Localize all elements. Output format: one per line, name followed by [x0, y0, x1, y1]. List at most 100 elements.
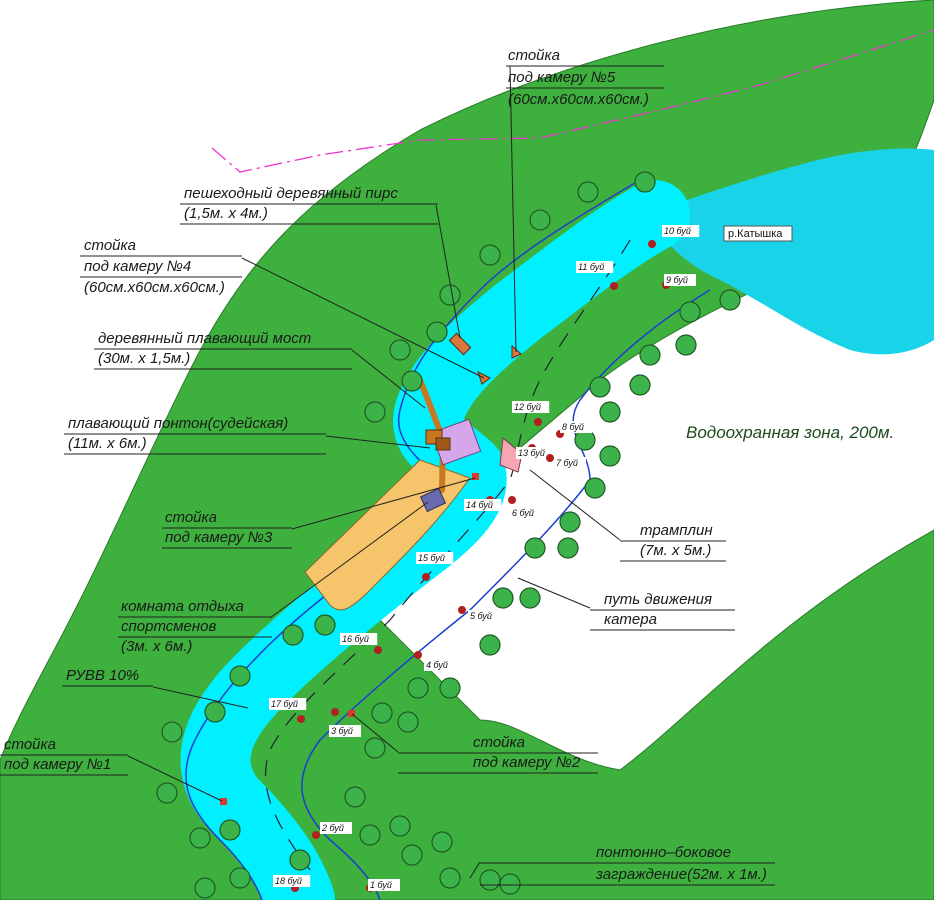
- tree-icon: [289, 849, 311, 871]
- pier: [448, 332, 472, 356]
- callout-label-cam4: (60см.x60см.x60см.): [84, 279, 225, 296]
- tree-icon: [389, 815, 411, 837]
- tree-icon: [282, 624, 304, 646]
- buoy-marker: [546, 454, 554, 462]
- callout-label-springboard: трамплин: [640, 522, 713, 539]
- callout-label-barrier: понтонно–боковое: [596, 844, 731, 861]
- callout-leader: [351, 713, 399, 753]
- buoy-marker: [534, 418, 542, 426]
- tree-icon: [584, 477, 606, 499]
- tree-icon: [314, 614, 336, 636]
- callout-leader: [351, 349, 426, 409]
- tree-icon: [559, 511, 581, 533]
- buoy-label-box: [320, 822, 352, 834]
- buoy-label-box: [576, 261, 614, 273]
- tree-icon: [577, 181, 599, 203]
- callout-leader: [529, 469, 621, 541]
- callout-label-cam5: стойка: [508, 47, 560, 64]
- callout-label-rest: спортсменов: [121, 618, 216, 635]
- tree-icon: [479, 869, 501, 891]
- tree-icon: [439, 677, 461, 699]
- callout-label-boatpath: катера: [604, 611, 657, 628]
- callout-label-bridge: деревянный плавающий мост: [98, 330, 311, 347]
- tree-icon: [389, 339, 411, 361]
- tree-icon: [675, 334, 697, 356]
- buoy-marker: [648, 240, 656, 248]
- buoy-label: 3 буй: [331, 726, 353, 736]
- tree-icon: [194, 877, 216, 899]
- callout-label-cam5: (60см.x60см.x60см.): [508, 91, 649, 108]
- buoy-label: 1 буй: [370, 880, 392, 890]
- tree-icon: [407, 677, 429, 699]
- tree-icon: [219, 819, 241, 841]
- tree-icon: [629, 374, 651, 396]
- buoy-label: 2 буй: [321, 823, 344, 833]
- buoy-marker: [610, 282, 618, 290]
- buoy-label: 14 буй: [466, 500, 493, 510]
- tree-icon: [479, 634, 501, 656]
- buoy-label: 16 буй: [342, 634, 369, 644]
- callout-label-springboard: (7м. x 5м.): [640, 542, 711, 559]
- tree-icon: [189, 827, 211, 849]
- tree-icon: [529, 209, 551, 231]
- tree-icon: [359, 824, 381, 846]
- callout-label-pontoon: (11м. x 6м.): [68, 435, 147, 452]
- buoy-label-box: [340, 633, 378, 645]
- tree-icon: [589, 376, 611, 398]
- tree-icon: [229, 665, 251, 687]
- buoy-label-box: [464, 499, 502, 511]
- buoy-marker: [374, 646, 382, 654]
- buoy-label: 11 буй: [578, 262, 604, 272]
- callout-label-cam1: стойка: [4, 736, 56, 753]
- callout-label-barrier: заграждение(52м. x 1м.): [595, 866, 767, 883]
- buoy-label-box: [512, 401, 550, 413]
- tree-icon: [599, 401, 621, 423]
- callout-label-cam2: стойка: [473, 734, 525, 751]
- tree-icon: [679, 301, 701, 323]
- callout-leader: [291, 477, 476, 530]
- buoy-label: 18 буй: [275, 876, 302, 886]
- tree-icon: [492, 587, 514, 609]
- callout-label-boatpath: путь движения: [604, 591, 712, 608]
- buoy-label-box: [329, 725, 361, 737]
- buoy-label-box: [269, 698, 307, 710]
- callout-label-cam3: стойка: [165, 509, 217, 526]
- tree-icon: [426, 321, 448, 343]
- buoy-label: 12 буй: [514, 402, 541, 412]
- callout-leader: [127, 755, 223, 802]
- callout-leader: [241, 257, 485, 379]
- buoy-label: 13 буй: [518, 448, 545, 458]
- buoy-label-box: [424, 659, 456, 671]
- callout-label-cam4: стойка: [84, 237, 136, 254]
- tree-icon: [439, 867, 461, 889]
- buoy-marker: [458, 606, 466, 614]
- buoy-label: 8 буй: [562, 422, 584, 432]
- callout-label-pier: пешеходный деревянный пирс: [184, 185, 398, 202]
- river-label-box: [723, 225, 793, 242]
- buoy-label-box: [560, 421, 592, 433]
- buoy-label: 7 буй: [556, 458, 578, 468]
- buoy-label: 10 буй: [664, 226, 691, 236]
- callout-leader: [325, 435, 431, 449]
- camera-stand-5: [511, 344, 522, 359]
- callout-leader: [517, 577, 591, 609]
- tree-icon: [431, 831, 453, 853]
- tree-icon: [524, 537, 546, 559]
- tree-icon: [634, 171, 656, 193]
- callout-label-rest: (3м. x 6м.): [121, 638, 192, 655]
- tree-icon: [229, 867, 251, 889]
- buoy-marker: [312, 831, 320, 839]
- camera-stand-2: [348, 710, 355, 717]
- river-channel: [180, 180, 690, 900]
- callout-label-ruvv: РУВВ 10%: [66, 667, 139, 684]
- buoy-label: 17 буй: [271, 699, 298, 709]
- buoy-label-box: [368, 879, 400, 891]
- zone-label: Водоохранная зона, 200м.: [686, 423, 894, 442]
- buoy-marker: [422, 573, 430, 581]
- camera-stand-1: [220, 798, 227, 805]
- tree-icon: [204, 701, 226, 723]
- tree-icon: [344, 786, 366, 808]
- tree-icon: [364, 737, 386, 759]
- callout-label-rest: комната отдыха: [121, 598, 244, 615]
